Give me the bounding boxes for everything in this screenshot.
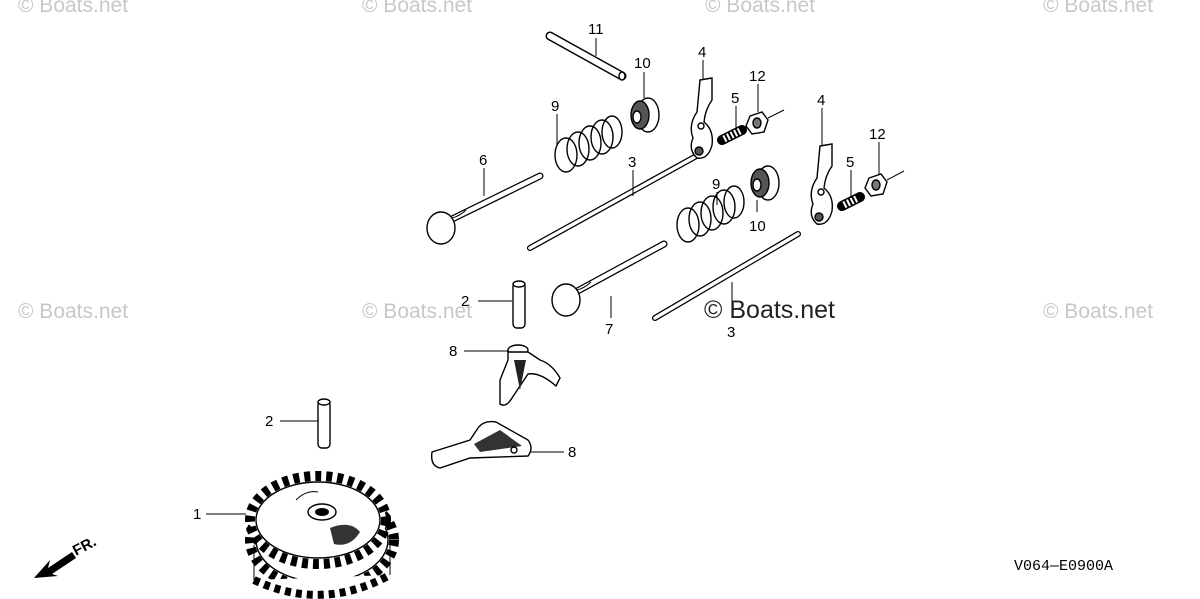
part-pushrod-3-upper[interactable] [527,151,703,251]
watermark-center: © Boats.net [704,296,835,324]
callout-7: 7 [605,321,613,338]
part-pushrod-3-lower[interactable] [652,231,801,321]
watermark-top-1: © Boats.net [18,0,129,17]
part-adjuster-5-lower[interactable] [837,192,865,211]
callout-leaders [206,38,880,515]
part-pin-2-upper[interactable] [512,280,526,329]
part-camshaft-gear-1[interactable] [245,471,399,599]
diagram-code: V064—E0900A [1014,558,1114,575]
callout-2-lower: 2 [265,413,273,430]
part-rocker-arm-4-upper[interactable] [690,77,714,159]
part-cam-follower-8-upper[interactable] [499,344,561,406]
watermark-mid-1: © Boats.net [18,300,129,323]
part-nut-12-lower[interactable] [864,170,905,197]
callout-8-upper: 8 [449,343,457,360]
callout-10-lower: 10 [749,218,766,235]
watermark-top-4: © Boats.net [1043,0,1154,17]
callout-6: 6 [479,152,487,169]
callout-4-lower: 4 [817,92,825,109]
part-pin-11[interactable] [545,31,627,81]
watermark-top-3: © Boats.net [705,0,816,17]
callout-5-upper: 5 [731,90,739,107]
part-spring-9-upper[interactable] [554,115,623,173]
watermark-mid-3: © Boats.net [1043,300,1154,323]
callout-9-lower: 9 [712,176,720,193]
callout-5-lower: 5 [846,154,854,171]
part-valve-6[interactable] [426,172,544,245]
part-spring-9-lower[interactable] [676,185,745,243]
callout-10-upper: 10 [634,55,651,72]
callout-4-upper: 4 [698,44,706,61]
callout-12-upper: 12 [749,68,766,85]
callout-12-lower: 12 [869,126,886,143]
watermark-top-2: © Boats.net [362,0,473,17]
callout-2-upper: 2 [461,293,469,310]
part-rocker-arm-4-lower[interactable] [810,143,834,225]
part-retainer-10-upper[interactable] [630,97,660,133]
callout-3-upper: 3 [628,154,636,171]
part-pin-2-lower[interactable] [317,398,331,449]
watermark-mid-2: © Boats.net [362,300,473,323]
part-cam-follower-8-lower[interactable] [430,420,532,469]
callout-1: 1 [193,506,201,523]
part-valve-7[interactable] [551,240,668,317]
callout-3-lower: 3 [727,324,735,341]
part-adjuster-5-upper[interactable] [717,125,747,145]
part-nut-12-upper[interactable] [745,109,785,135]
part-retainer-10-lower[interactable] [750,165,780,201]
front-direction-arrow [34,552,76,578]
callout-11: 11 [588,21,604,38]
callout-9-upper: 9 [551,98,559,115]
callout-8-lower: 8 [568,444,576,461]
